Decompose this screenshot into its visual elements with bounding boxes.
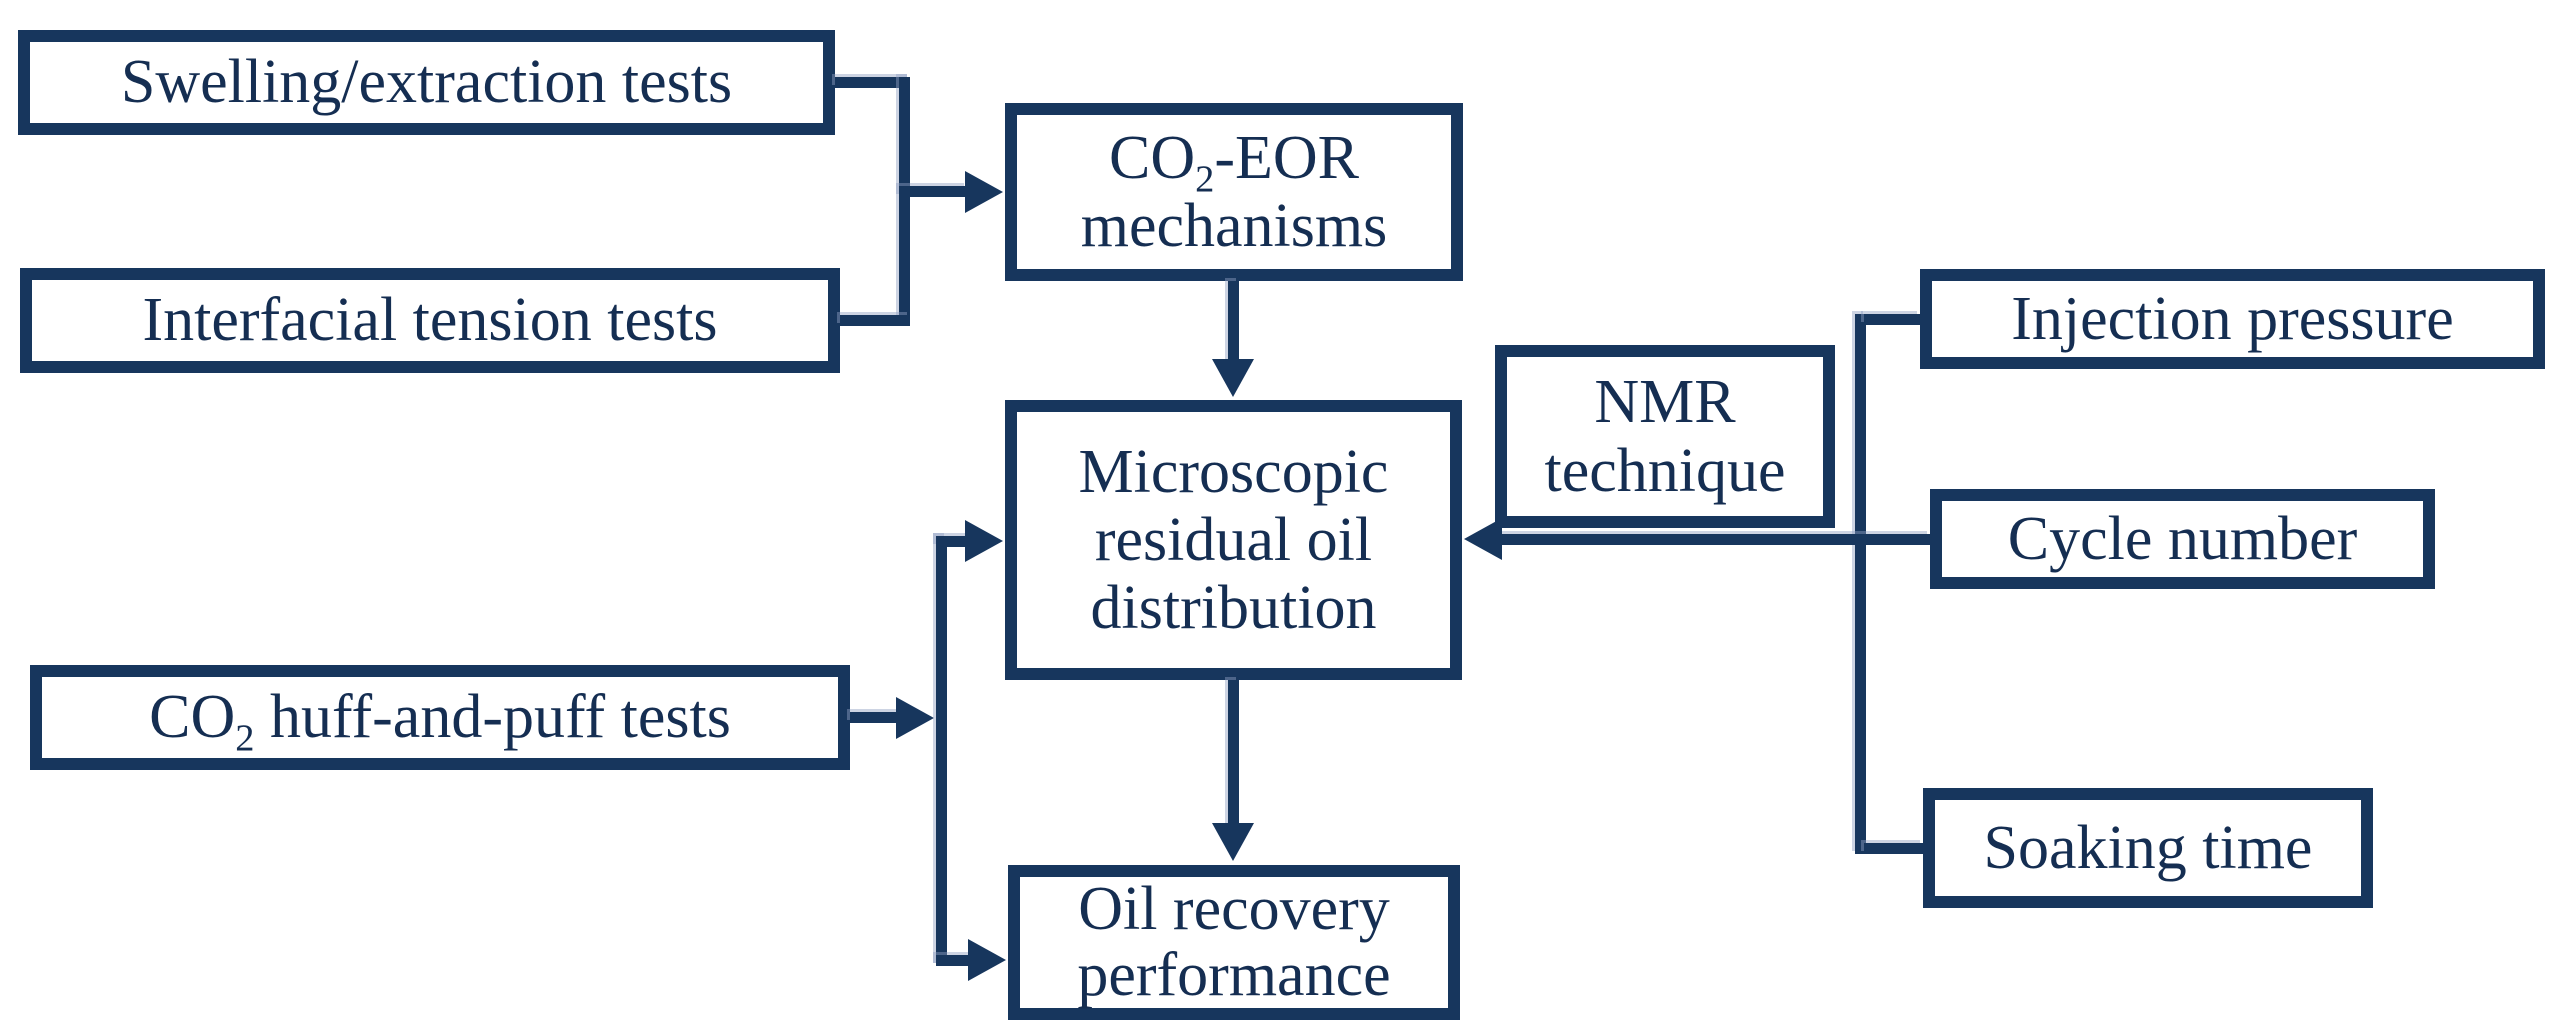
box-label: Swelling/extraction tests (120, 48, 733, 117)
box-microscopic-residual-oil-distribution: Microscopic residual oil distribution (1005, 400, 1462, 680)
connector-nmr-to-micro (1498, 534, 1930, 545)
box-label: Soaking time (1983, 813, 2313, 882)
box-label-line1: CO2-EOR (1108, 123, 1359, 201)
box-interfacial-tension-tests: Interfacial tension tests (20, 268, 840, 373)
connector-right-tree-vertical (1855, 314, 1866, 854)
box-label-line1: Oil recovery (1078, 875, 1390, 944)
arrowhead-into-micro-left (965, 520, 1003, 562)
box-label: CO2 huff-and-puff tests (149, 683, 731, 760)
arrowhead-into-co2eor (965, 171, 1003, 213)
box-oil-recovery-performance: Oil recovery performance (1008, 865, 1460, 1020)
box-label-line2: performance (1077, 940, 1391, 1009)
box-label: Cycle number (2007, 504, 2358, 573)
connector-co2eor-to-micro (1228, 281, 1239, 363)
box-co2-eor-mechanisms: CO2-EOR mechanisms (1005, 103, 1463, 281)
arrowhead-into-micro-top (1212, 359, 1254, 397)
box-label: Interfacial tension tests (142, 286, 718, 355)
connector-swelling-stub (835, 77, 910, 88)
connector-huff-branch-vertical (936, 536, 947, 966)
box-swelling-extraction-tests: Swelling/extraction tests (18, 30, 835, 135)
arrowhead-into-oil-top (1212, 823, 1254, 861)
connector-branch-to-micro (936, 536, 970, 547)
box-label-line2: technique (1544, 436, 1786, 505)
connector-left-merge-vertical (899, 77, 910, 326)
subscript-2: 2 (1195, 158, 1215, 201)
box-injection-pressure: Injection pressure (1920, 269, 2545, 369)
box-label-line2: residual oil (1094, 505, 1373, 574)
box-co2-huff-and-puff-tests: CO2 huff-and-puff tests (30, 665, 850, 770)
box-label: Injection pressure (2011, 284, 2454, 353)
connector-branch-to-oil (936, 955, 973, 966)
box-label-line1: Microscopic (1078, 437, 1389, 506)
box-cycle-number: Cycle number (1930, 489, 2435, 589)
box-label-line2: mechanisms (1080, 192, 1388, 260)
connector-huff-stub (850, 712, 900, 723)
box-label-line3: distribution (1090, 574, 1377, 643)
subscript-2: 2 (235, 717, 255, 760)
connector-injection-stub (1864, 314, 1920, 325)
connector-micro-to-oil (1228, 680, 1239, 827)
box-nmr-technique: NMR technique (1495, 345, 1835, 528)
arrowhead-huff-junction (896, 697, 934, 739)
arrowhead-into-micro-right (1464, 518, 1502, 560)
connector-merge-to-co2eor (899, 186, 967, 197)
connector-soaking-stub (1864, 843, 1923, 854)
box-soaking-time: Soaking time (1923, 788, 2373, 908)
connector-interfacial-stub (840, 315, 910, 326)
arrowhead-into-oil-left (968, 939, 1006, 981)
box-label-line1: NMR (1594, 368, 1736, 437)
